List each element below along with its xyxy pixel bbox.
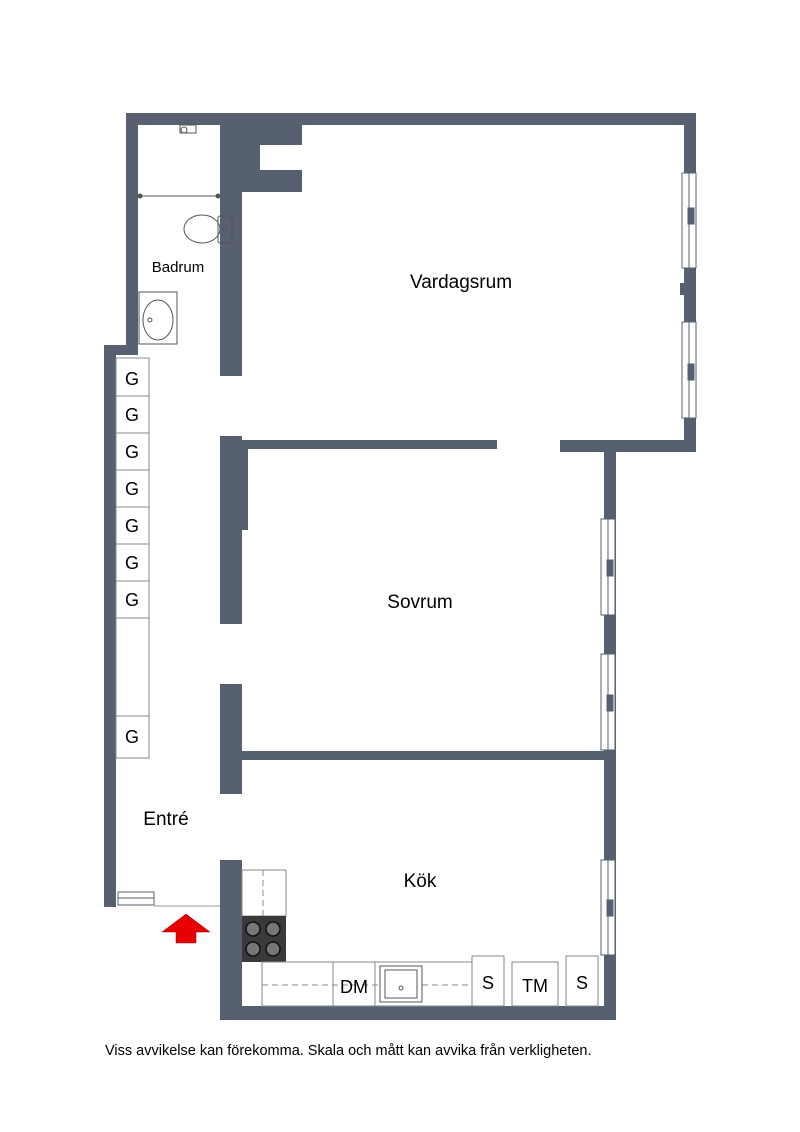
window-entrance xyxy=(117,891,155,906)
room-label-entrance: Entré xyxy=(143,809,188,830)
wardrobe-label: G xyxy=(125,479,139,499)
kitchen-fixtures xyxy=(241,869,599,1007)
window-bedroom-lower xyxy=(600,653,616,751)
window-bedroom-upper xyxy=(600,518,616,616)
cabinet-label: S xyxy=(576,973,588,993)
wardrobe-label: G xyxy=(125,590,139,610)
wardrobe-label: G xyxy=(125,727,139,747)
cabinet-label: S xyxy=(482,973,494,993)
toilet-icon xyxy=(183,214,233,244)
window-kitchen xyxy=(600,859,616,956)
appliance-labels: DM S TM S xyxy=(340,973,588,997)
wardrobe-label: G xyxy=(125,405,139,425)
stove-icon xyxy=(242,916,286,962)
room-label-bedroom: Sovrum xyxy=(387,592,452,613)
bathroom-sink-icon xyxy=(138,291,178,345)
kitchen-sink-icon xyxy=(379,965,423,1003)
wardrobe-labels: G G G G G G G G xyxy=(125,369,139,747)
entry-arrow-icon xyxy=(161,913,211,944)
dishwasher-label: DM xyxy=(340,977,368,997)
room-label-bathroom: Badrum xyxy=(152,259,205,276)
windows xyxy=(117,172,697,956)
room-label-living: Vardagsrum xyxy=(410,272,512,293)
dryer-label: TM xyxy=(522,976,548,996)
window-living-lower xyxy=(681,321,697,419)
walls xyxy=(104,113,696,1020)
wardrobe-label: G xyxy=(125,442,139,462)
room-label-kitchen: Kök xyxy=(404,871,437,892)
window-living-upper xyxy=(681,172,697,269)
wardrobes xyxy=(115,357,150,759)
shower-head-icon xyxy=(179,124,197,134)
disclaimer-text: Viss avvikelse kan förekomma. Skala och … xyxy=(105,1043,592,1059)
wardrobe-label: G xyxy=(125,553,139,573)
wardrobe-label: G xyxy=(125,516,139,536)
bathroom-fixtures xyxy=(137,124,233,345)
wardrobe-label: G xyxy=(125,369,139,389)
